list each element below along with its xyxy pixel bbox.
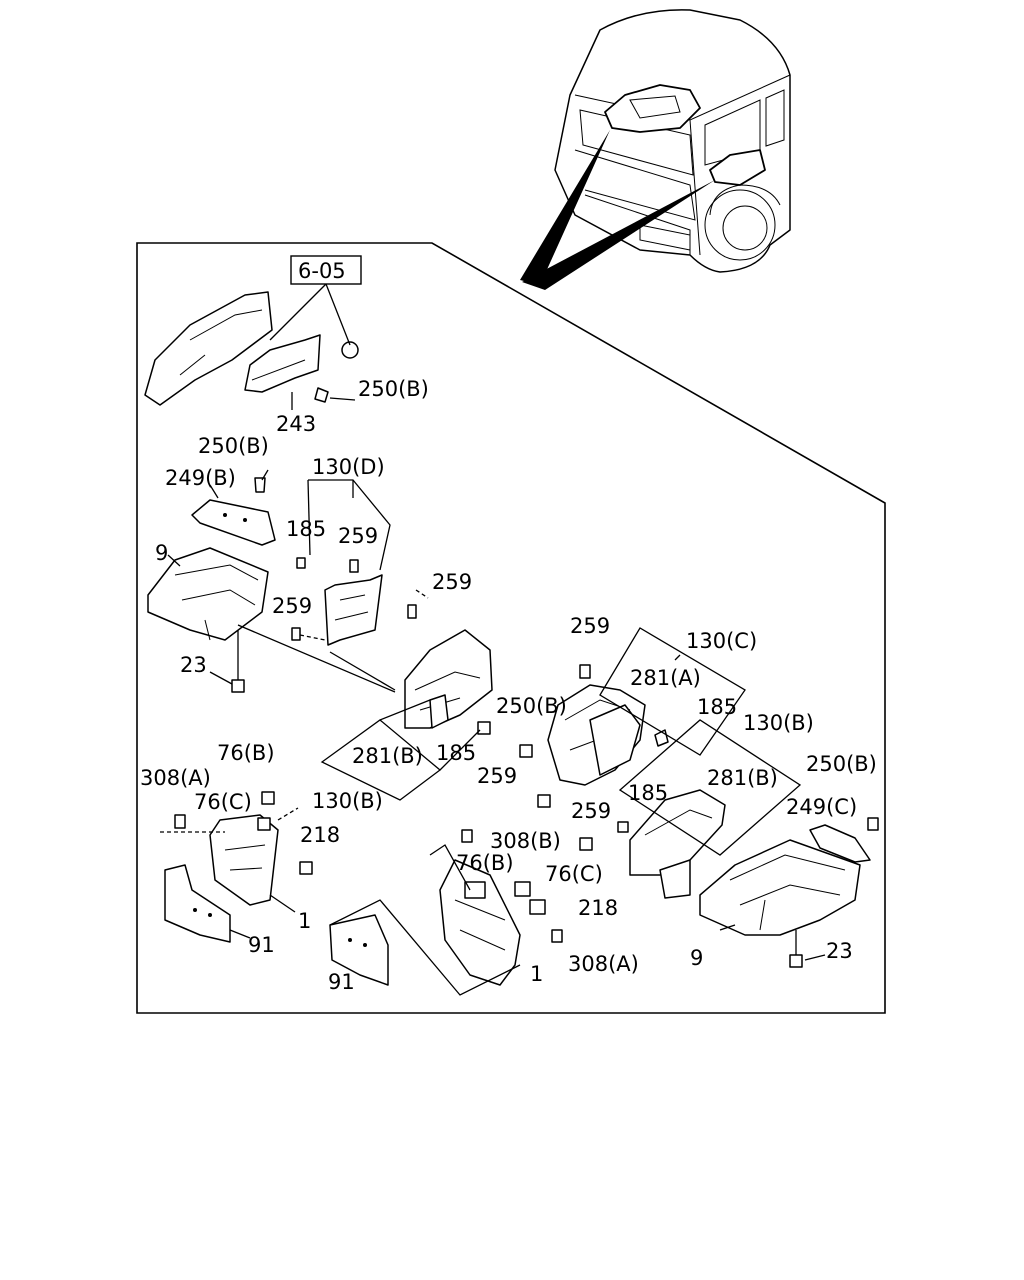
label-308B: 308(B) [490, 829, 561, 853]
label-243: 243 [276, 412, 316, 436]
label-130B-left: 130(B) [312, 789, 383, 813]
diagram-frame [136, 242, 886, 1014]
callout-labels: 6-05 250(B) 243 250(B) 249(B) 130(D) 185… [140, 259, 877, 994]
label-249C: 249(C) [786, 795, 857, 819]
label-250B-right: 250(B) [806, 752, 877, 776]
label-23-right: 23 [826, 939, 853, 963]
label-9-right: 9 [690, 946, 703, 970]
label-281A: 281(A) [630, 666, 701, 690]
label-91-mid: 91 [328, 970, 355, 994]
label-1-left: 1 [298, 909, 311, 933]
center-right-bracket [519, 627, 746, 808]
label-249B: 249(B) [165, 466, 236, 490]
label-76C-mid: 76(C) [545, 862, 603, 886]
label-218-left: 218 [300, 823, 340, 847]
label-185-b: 185 [697, 695, 737, 719]
label-6-05: 6-05 [298, 259, 346, 283]
lower-left-group [160, 791, 313, 943]
label-91-left: 91 [248, 933, 275, 957]
label-281B-right: 281(B) [707, 766, 778, 790]
top-group [144, 255, 362, 410]
upper-left-group [147, 469, 429, 693]
label-259-c: 259 [272, 594, 312, 618]
label-259-e: 259 [477, 764, 517, 788]
label-76B-mid: 76(B) [456, 851, 514, 875]
label-259-d: 259 [570, 614, 610, 638]
label-308A-left: 308(A) [140, 766, 211, 790]
label-130D: 130(D) [312, 455, 385, 479]
label-130B-right: 130(B) [743, 711, 814, 735]
label-259-a: 259 [338, 524, 378, 548]
label-259-b: 259 [432, 570, 472, 594]
label-76C-left: 76(C) [194, 790, 252, 814]
label-250B-top: 250(B) [358, 377, 429, 401]
label-185-c: 185 [436, 741, 476, 765]
center-left-bracket [320, 629, 493, 801]
label-218-mid: 218 [578, 896, 618, 920]
lower-middle-group [329, 829, 563, 996]
label-259-f: 259 [571, 799, 611, 823]
label-76B-left: 76(B) [217, 741, 275, 765]
label-250B-left: 250(B) [198, 434, 269, 458]
label-281B-left: 281(B) [352, 744, 423, 768]
label-130C: 130(C) [686, 629, 757, 653]
label-250B-mid: 250(B) [496, 694, 567, 718]
label-185-d: 185 [628, 781, 668, 805]
right-bracket [579, 719, 879, 968]
label-308A-mid: 308(A) [568, 952, 639, 976]
label-23-left: 23 [180, 653, 207, 677]
label-185-a: 185 [286, 517, 326, 541]
label-1-mid: 1 [530, 962, 543, 986]
label-9-left: 9 [155, 541, 168, 565]
truck-cab-illustration [520, 9, 791, 290]
